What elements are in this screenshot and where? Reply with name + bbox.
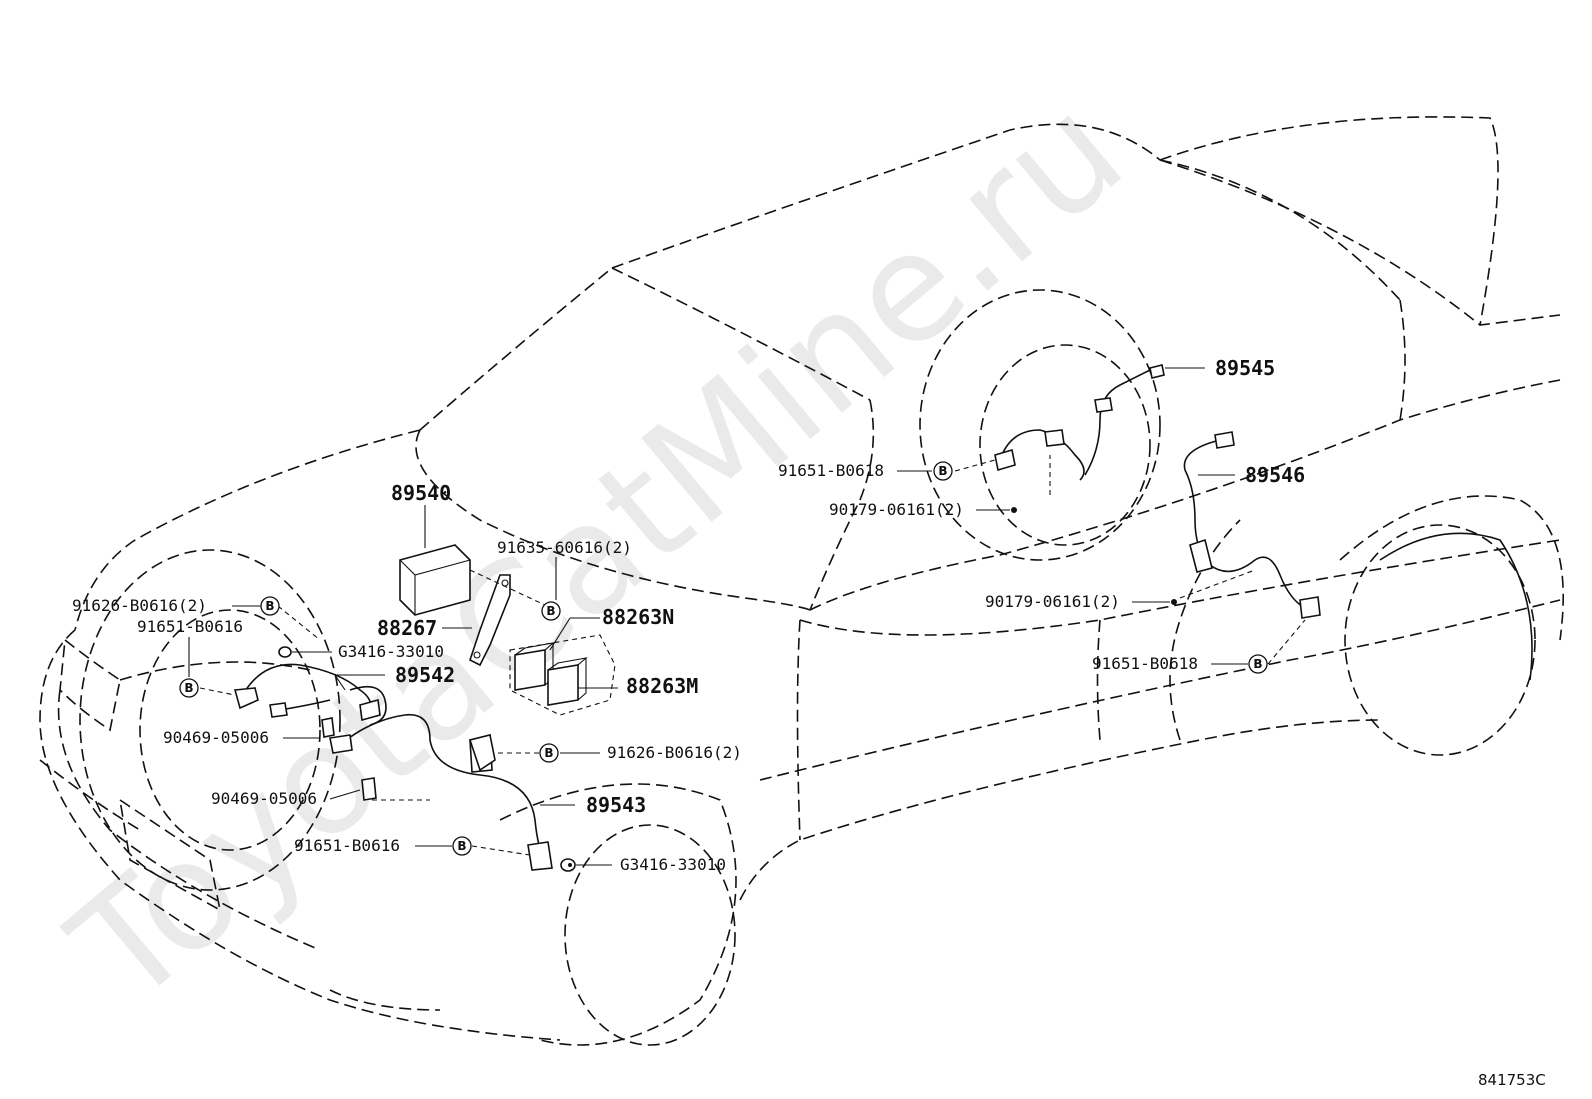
label-88263n: 88263N bbox=[602, 605, 674, 629]
bolt-marker-left-mid: B bbox=[179, 678, 199, 698]
svg-text:B: B bbox=[1253, 657, 1262, 671]
rear-left-wheel bbox=[919, 289, 1161, 561]
relay-mount-outline bbox=[509, 634, 616, 716]
bolt-dot-rear-right bbox=[1171, 599, 1177, 605]
car-body-outline bbox=[39, 116, 1561, 1041]
label-91651-b0616-bottom: 91651-B0616 bbox=[294, 836, 400, 855]
bolt-dot-rear-top bbox=[1011, 507, 1017, 513]
label-91635-60616: 91635-60616(2) bbox=[497, 538, 632, 557]
bolt-marker-rear-right: B bbox=[1248, 654, 1268, 674]
bolt-marker-center: B bbox=[541, 601, 561, 621]
svg-text:B: B bbox=[546, 604, 555, 618]
rear-right-wheel bbox=[1339, 495, 1564, 756]
label-90469-05006-top: 90469-05006 bbox=[163, 728, 269, 747]
label-89545: 89545 bbox=[1215, 356, 1275, 380]
label-89542: 89542 bbox=[395, 663, 455, 687]
bolt-marker-rear-top: B bbox=[933, 461, 953, 481]
relay-88263m bbox=[547, 657, 588, 706]
clip-upper bbox=[321, 717, 335, 738]
svg-text:B: B bbox=[544, 746, 553, 760]
label-89540: 89540 bbox=[391, 481, 451, 505]
front-left-speed-sensor bbox=[233, 663, 387, 726]
front-sensor-bracket bbox=[468, 734, 496, 772]
label-88263m: 88263M bbox=[626, 674, 698, 698]
bolt-marker-front-mid: B bbox=[539, 743, 559, 763]
leader-lines bbox=[188, 367, 1306, 866]
diagram-reference-code: 841753C bbox=[1478, 1071, 1546, 1089]
rear-left-speed-sensor bbox=[994, 364, 1165, 481]
svg-text:B: B bbox=[265, 599, 274, 613]
svg-text:B: B bbox=[184, 681, 193, 695]
label-g3416-33010-top: G3416-33010 bbox=[338, 642, 444, 661]
grommet-top bbox=[278, 646, 292, 658]
abs-computer bbox=[399, 544, 471, 616]
label-89543: 89543 bbox=[586, 793, 646, 817]
svg-text:B: B bbox=[938, 464, 947, 478]
label-90179-06161-right: 90179-06161(2) bbox=[985, 592, 1120, 611]
label-90469-05006-bottom: 90469-05006 bbox=[211, 789, 317, 808]
label-91626-b0616-left: 91626-B0616(2) bbox=[72, 596, 207, 615]
label-91651-b0618-rear-top: 91651-B0618 bbox=[778, 461, 884, 480]
front-right-wheel bbox=[499, 783, 737, 1046]
svg-text:B: B bbox=[457, 839, 466, 853]
bolt-marker-left-top: B bbox=[260, 596, 280, 616]
clip-lower bbox=[361, 777, 377, 801]
label-88267: 88267 bbox=[377, 616, 437, 640]
bolt-marker-front-bottom: B bbox=[452, 836, 472, 856]
label-91651-b0618-rear-right: 91651-B0618 bbox=[1092, 654, 1198, 673]
label-91626-b0616-mid: 91626-B0616(2) bbox=[607, 743, 742, 762]
label-90179-06161-top: 90179-06161(2) bbox=[829, 500, 964, 519]
label-91651-b0616-left: 91651-B0616 bbox=[137, 617, 243, 636]
front-left-wheel bbox=[79, 549, 341, 891]
grommet-dot-bottom bbox=[568, 863, 572, 867]
label-89546: 89546 bbox=[1245, 463, 1305, 487]
label-g3416-33010-bottom: G3416-33010 bbox=[620, 855, 726, 874]
rear-right-speed-sensor bbox=[1183, 431, 1321, 619]
